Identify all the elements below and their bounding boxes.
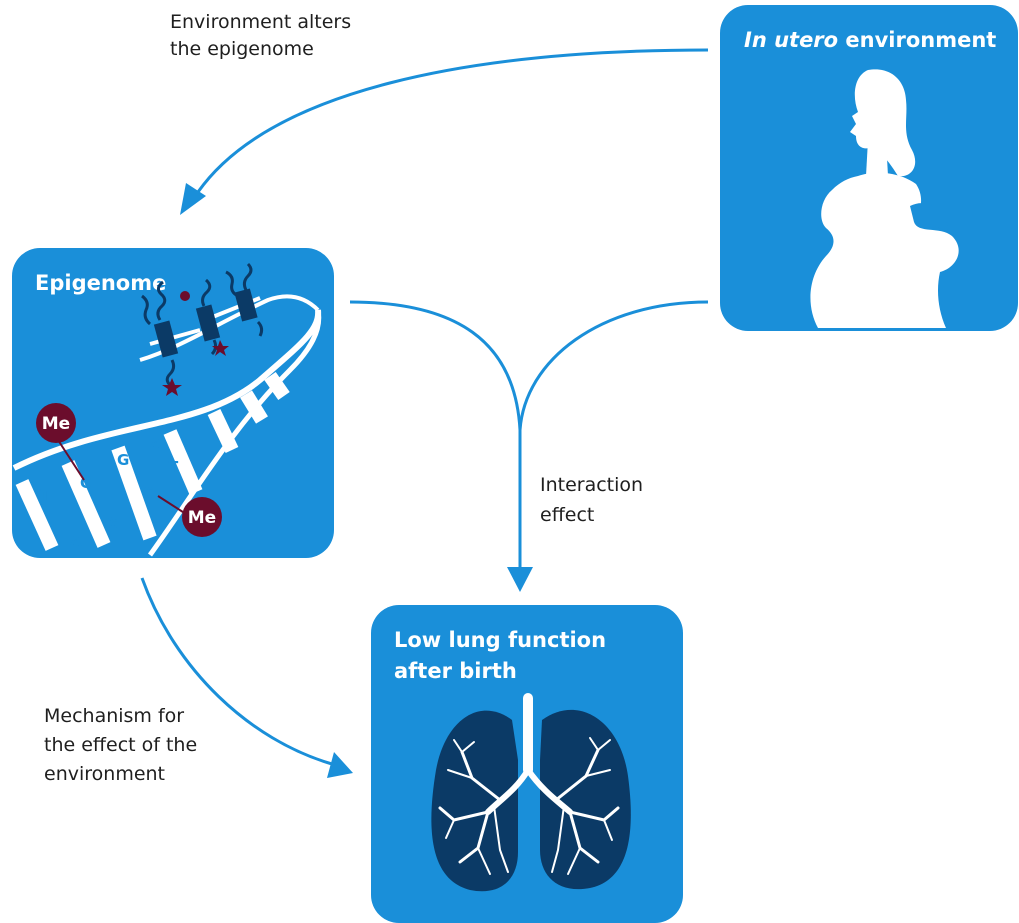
lung-function-box: Low lung function after birth <box>371 605 683 923</box>
in-utero-box: In utero environment <box>720 5 1018 331</box>
dna-base-1: T <box>40 486 51 504</box>
dna-base-8: A <box>70 532 82 550</box>
epigenome-box-background <box>12 248 334 558</box>
caption-mechanism-line2: the effect of the <box>44 734 197 756</box>
arrow-env-to-epigenome <box>196 48 709 193</box>
dna-base-2: C <box>80 474 91 492</box>
arrow-inutero-to-interaction <box>518 300 709 431</box>
lung-box-title-line2: after birth <box>394 659 517 683</box>
dna-base-6: C <box>142 484 153 502</box>
caption-interaction-line1: Interaction <box>540 474 643 496</box>
in-utero-title-rest: environment <box>838 28 996 52</box>
methyl-label-2: Me <box>188 508 216 528</box>
arrowhead-env-to-epigenome <box>180 183 206 215</box>
arrowhead-epigenome-to-lung <box>327 752 353 778</box>
epigenome-box-title: Epigenome <box>35 271 166 295</box>
arrows <box>140 48 709 778</box>
arrowhead-interaction <box>507 567 533 592</box>
caption-env-alters-line2: the epigenome <box>170 38 314 60</box>
arrow-epigenome-to-lung <box>140 577 333 766</box>
in-utero-title-italic: In utero <box>744 28 838 52</box>
caption-mechanism-line1: Mechanism for <box>44 705 184 727</box>
methyl-group-2 <box>182 497 222 537</box>
dna-helix-icon: T C G A T C G A Me Me <box>12 262 322 557</box>
dna-base-3: G <box>117 451 129 469</box>
arrow-epigenome-to-interaction <box>349 300 522 568</box>
methyl-group-1 <box>36 403 76 443</box>
lungs-icon <box>431 693 631 892</box>
dna-base-4: A <box>150 434 162 452</box>
lung-box-title-line1: Low lung function <box>394 628 606 652</box>
dna-base-5: T <box>168 458 179 476</box>
caption-env-alters-line1: Environment alters <box>170 11 351 33</box>
pregnant-woman-silhouette-icon <box>810 69 959 328</box>
methyl-label-1: Me <box>42 414 70 434</box>
in-utero-box-title: In utero environment <box>744 28 996 52</box>
caption-mechanism-line3: environment <box>44 763 165 785</box>
dna-base-7: G <box>106 514 118 532</box>
epigenome-box: Epigenome <box>12 248 334 558</box>
caption-interaction-line2: effect <box>540 504 594 526</box>
